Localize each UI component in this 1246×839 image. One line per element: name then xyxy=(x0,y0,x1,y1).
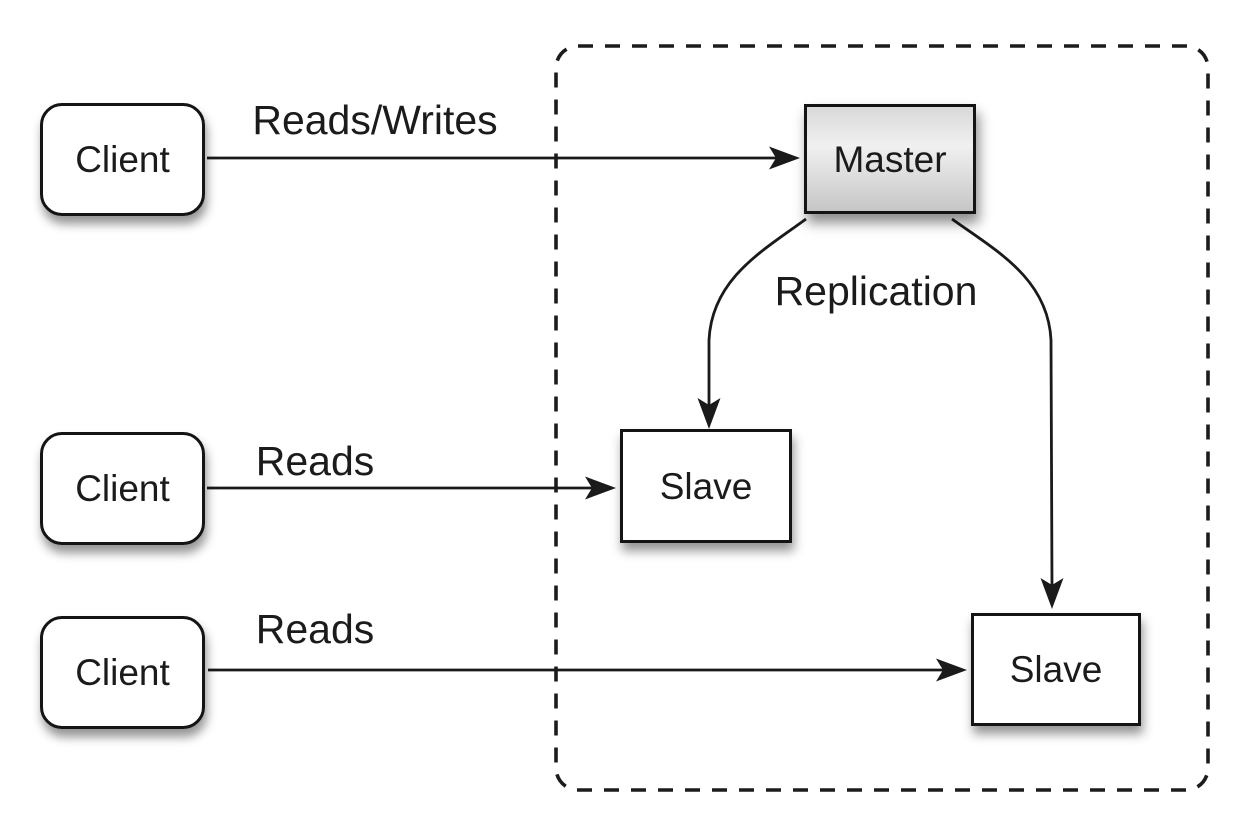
replication-boundary-dashed-box xyxy=(554,44,1210,792)
edge-reads-slave1-arrowhead xyxy=(585,476,616,500)
edge-label-reads-slave2: Reads xyxy=(255,606,375,652)
edge-label-reads-slave1: Reads xyxy=(255,438,375,484)
node-client-2-label: Client xyxy=(75,468,170,509)
node-slave-1: Slave xyxy=(620,429,792,543)
edge-replication-right-arrowhead xyxy=(1040,578,1064,609)
node-master-label: Master xyxy=(833,138,947,180)
node-slave-1-label: Slave xyxy=(659,465,753,507)
node-master: Master xyxy=(804,104,976,214)
edge-label-reads-writes: Reads/Writes xyxy=(252,97,498,143)
node-slave-2-label: Slave xyxy=(1009,649,1103,690)
edge-replication-right-curve xyxy=(951,217,1054,588)
node-client-2: Client xyxy=(40,432,205,545)
node-client-3-label: Client xyxy=(75,652,170,693)
node-client-3: Client xyxy=(40,616,205,729)
node-client-1: Client xyxy=(40,103,205,216)
edge-label-replication: Replication xyxy=(774,268,978,314)
edge-reads-slave2-arrowhead xyxy=(936,658,967,682)
edge-replication-left-curve xyxy=(707,217,807,407)
edge-replication-left-arrowhead xyxy=(697,398,721,429)
node-slave-2: Slave xyxy=(971,613,1141,726)
edge-reads-writes-arrowhead xyxy=(769,146,800,170)
node-client-1-label: Client xyxy=(75,139,170,180)
